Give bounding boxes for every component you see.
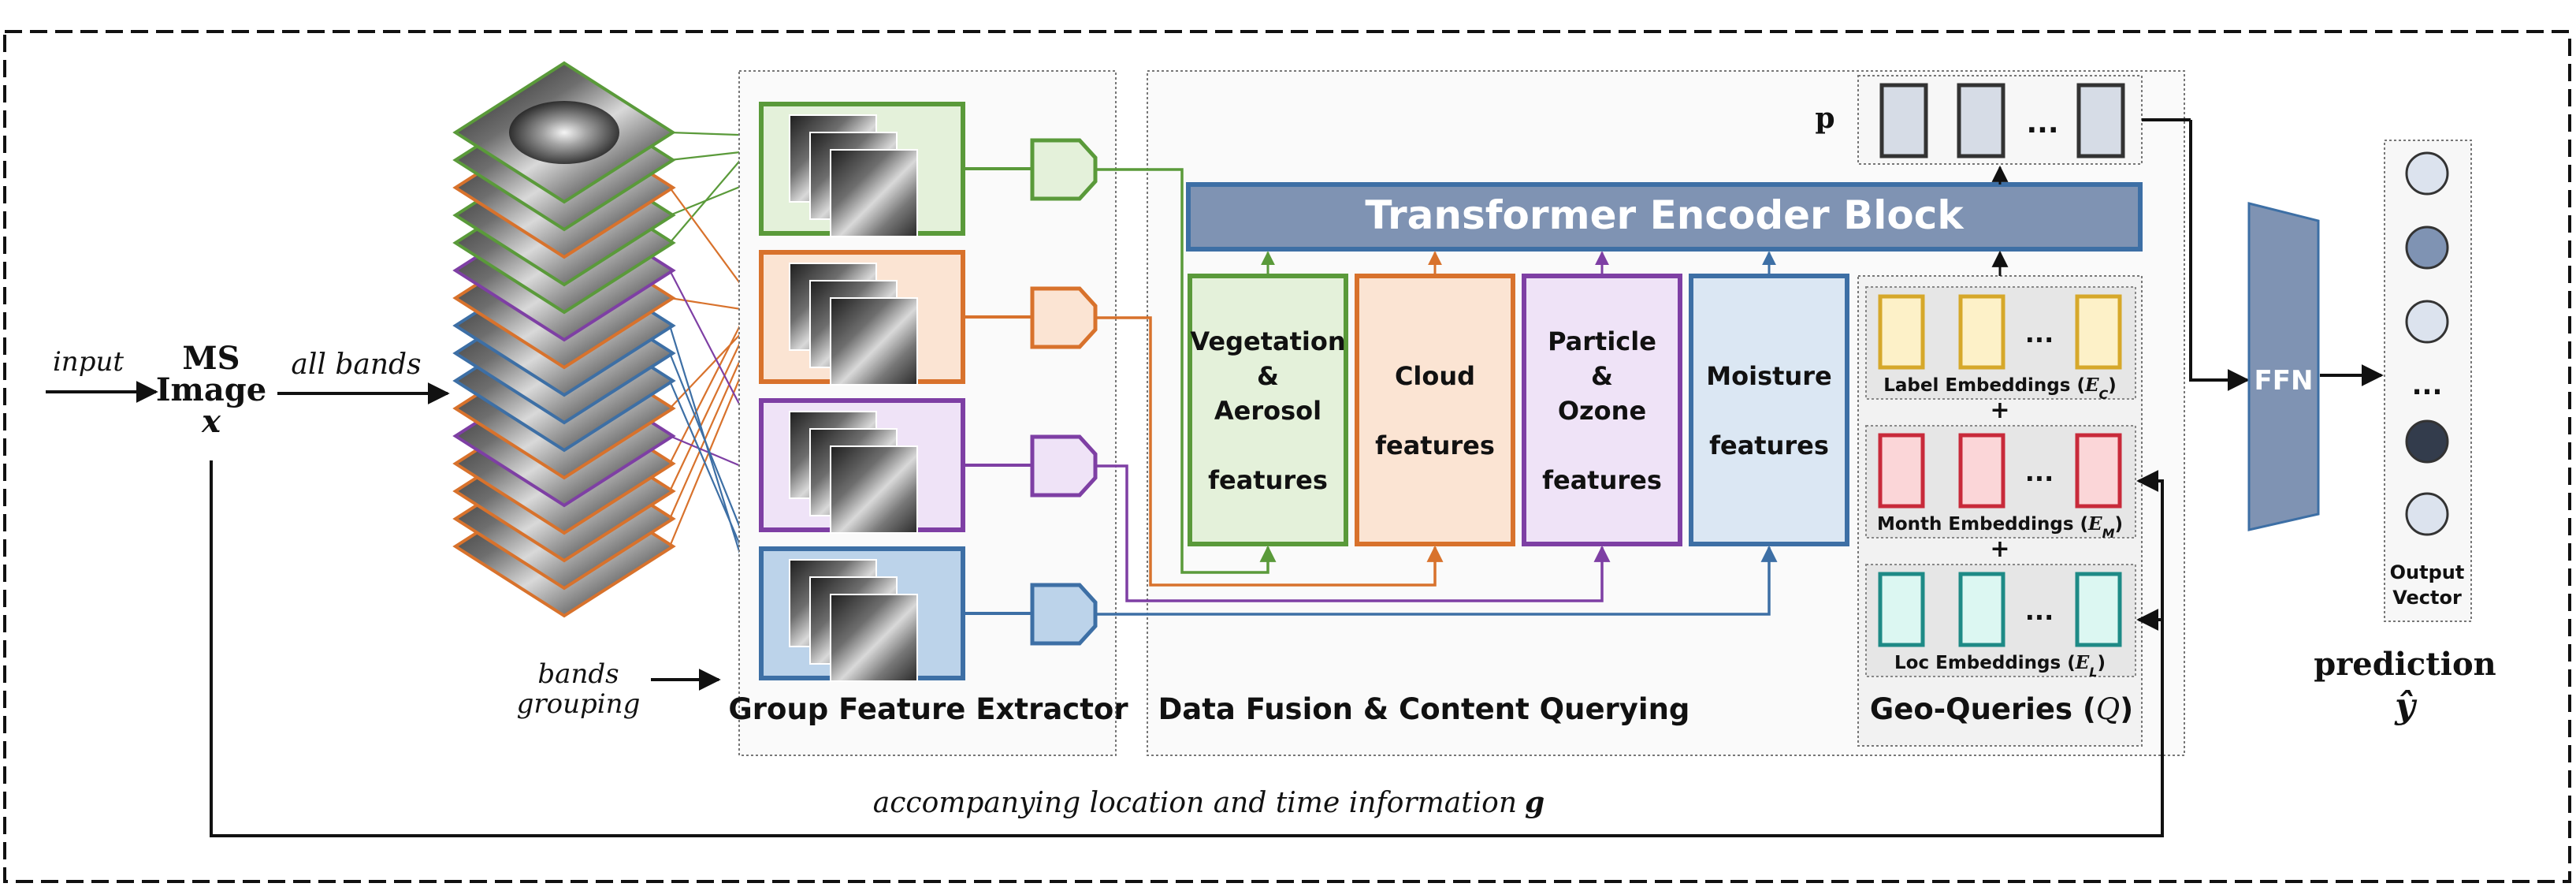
satellite-thumbnail xyxy=(830,445,918,534)
loc-embedding-token xyxy=(2075,572,2122,647)
satellite-thumbnail xyxy=(830,297,918,386)
routing-line-orange xyxy=(1095,316,1444,587)
p-token-3 xyxy=(2076,83,2125,158)
feature-label-line: Vegetation xyxy=(1190,326,1345,356)
bands-grouping-line2: grouping xyxy=(517,688,641,720)
output-node xyxy=(2405,419,2449,464)
output-vector-panel xyxy=(2384,140,2472,622)
feature-label-line: features xyxy=(1208,465,1328,495)
loc-embedding-token xyxy=(1958,572,2005,647)
label-embedding-ellipsis: ... xyxy=(2025,319,2054,348)
output-node xyxy=(2405,151,2449,196)
location-time-to-month xyxy=(2136,470,2164,620)
p-label: p xyxy=(1815,102,1834,135)
bands-grouping-line1: bands xyxy=(537,658,619,690)
group-boxes xyxy=(759,102,1098,682)
feature-label-line: & xyxy=(1257,361,1279,391)
location-time-loop xyxy=(210,460,2164,837)
feature-label-line: features xyxy=(1375,430,1495,460)
band-stack xyxy=(452,61,676,618)
output-label-line1: Output xyxy=(2390,561,2465,583)
embedding-plus: + xyxy=(1990,397,2009,424)
feature-label-line: features xyxy=(1542,465,1662,495)
ms-image-var: x xyxy=(201,403,221,440)
loc-embedding-ellipsis: ... xyxy=(2025,596,2054,626)
feature-label-line: Aerosol xyxy=(1214,396,1321,426)
month-embedding-token xyxy=(1878,433,1925,509)
feature-label-line: Moisture xyxy=(1706,361,1831,391)
month-embedding-token xyxy=(2075,433,2122,509)
outer-frame xyxy=(3,30,2571,883)
loc-embedding-token xyxy=(1878,572,1925,647)
feature-label-line: Ozone xyxy=(1558,396,1646,426)
routing-line-purple xyxy=(1095,464,1611,602)
group-encoder-blue xyxy=(1030,583,1098,646)
group-encoder-orange xyxy=(1030,286,1098,349)
p-to-ffn-arrow xyxy=(2189,120,2250,391)
ms-image-line2: Image xyxy=(156,371,266,408)
embedding-plus: + xyxy=(1990,535,2009,563)
output-label-line2: Vector xyxy=(2392,587,2462,609)
prediction-y-hat: ŷ xyxy=(2394,686,2418,726)
output-nodes xyxy=(2405,151,2449,536)
ms-image-line1: MS xyxy=(182,340,240,377)
group-encoder-green xyxy=(1030,138,1098,201)
p-ellipsis: ... xyxy=(2026,107,2058,140)
output-node xyxy=(2405,225,2449,270)
label-embedding-token xyxy=(1878,294,1925,370)
group-feature-extractor-title: Group Feature Extractor xyxy=(728,692,1128,726)
output-node xyxy=(2405,492,2449,536)
p-token-2 xyxy=(1957,83,2005,158)
p-token-1 xyxy=(1879,83,1928,158)
feature-label-line: Particle xyxy=(1548,326,1656,356)
cyclone-image xyxy=(509,101,619,164)
bottom-caption: accompanying location and time informati… xyxy=(873,786,1544,819)
month-embedding-ellipsis: ... xyxy=(2025,457,2054,487)
label-embedding-token xyxy=(2075,294,2122,370)
loc-embedding-label: Loc Embeddings (EL) xyxy=(1894,652,2106,680)
group-encoder-purple xyxy=(1030,434,1098,498)
feature-label-line: Cloud xyxy=(1395,361,1475,391)
feature-boxes: Vegetation & Aerosol features Cloud features P… xyxy=(1095,168,1849,616)
transformer-encoder-label: Transformer Encoder Block xyxy=(1365,192,1965,238)
all-bands-label: all bands xyxy=(291,348,421,381)
feature-box xyxy=(1188,274,1348,546)
geo-queries-title: Geo-Queries (Q) xyxy=(1870,692,2133,726)
data-fusion-title: Data Fusion & Content Querying xyxy=(1158,692,1690,726)
month-embedding-label: Month Embeddings (EM) xyxy=(1877,513,2123,541)
feature-box xyxy=(1355,274,1515,546)
feature-label-line: features xyxy=(1709,430,1829,460)
satellite-thumbnail xyxy=(830,594,918,682)
output-ellipsis: ... xyxy=(2412,370,2443,401)
label-embedding-token xyxy=(1958,294,2005,370)
ffn-block xyxy=(2247,202,2320,531)
input-label: input xyxy=(53,346,124,378)
geo-embeddings: ...Label Embeddings (EC)+...Month Embedd… xyxy=(1865,286,2136,680)
month-embedding-token xyxy=(1958,433,2005,509)
output-node xyxy=(2405,300,2449,344)
routing-line-blue xyxy=(1095,545,1778,616)
routing-line-green xyxy=(1095,168,1277,574)
transformer-encoder-block xyxy=(1186,182,2143,252)
satellite-thumbnail xyxy=(830,149,918,237)
label-embedding-label: Label Embeddings (EC) xyxy=(1883,375,2117,402)
feature-box xyxy=(1689,274,1849,546)
prediction-label: prediction xyxy=(2314,646,2496,683)
ffn-label: FFN xyxy=(2254,365,2314,397)
feature-label-line: & xyxy=(1591,361,1613,391)
feature-box xyxy=(1522,274,1682,546)
